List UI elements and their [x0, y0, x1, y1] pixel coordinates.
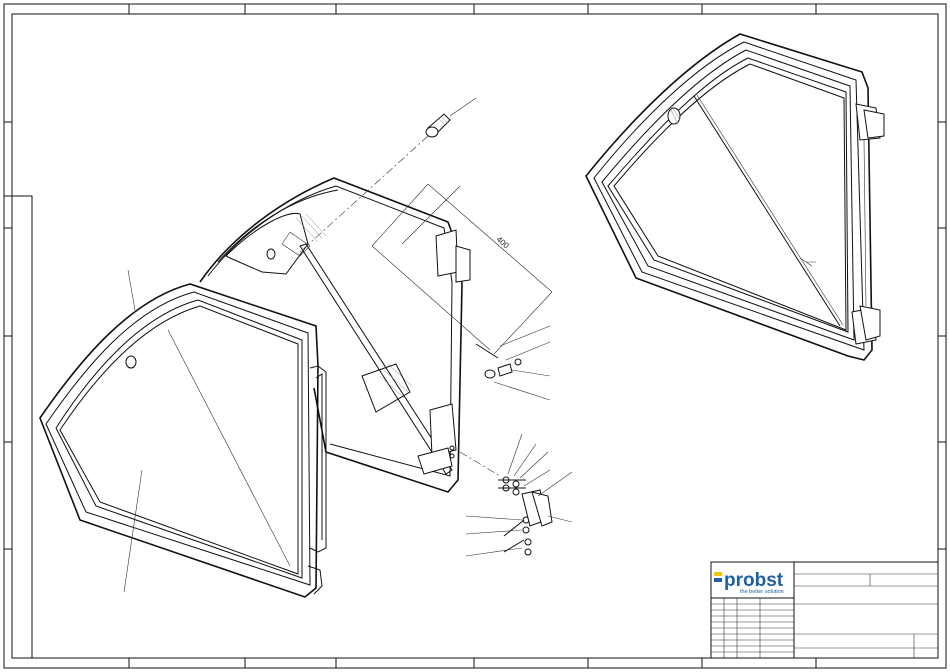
hardware-parts [460, 326, 572, 556]
dimension-label: 400 [495, 235, 511, 251]
knob-hole-icon [126, 356, 136, 368]
title-block: probst the better solution [711, 562, 938, 658]
logo-word: probst [724, 570, 784, 591]
hinge-hole-icon [267, 249, 275, 259]
logo-mark-icon [714, 572, 722, 576]
sheet-frame [4, 4, 946, 668]
assembled-cover-view [586, 34, 884, 360]
front-cover-panel [40, 270, 326, 597]
knob-part [300, 98, 476, 252]
middle-frame-assembly [200, 178, 470, 492]
logo-tagline: the better solution [740, 589, 784, 595]
